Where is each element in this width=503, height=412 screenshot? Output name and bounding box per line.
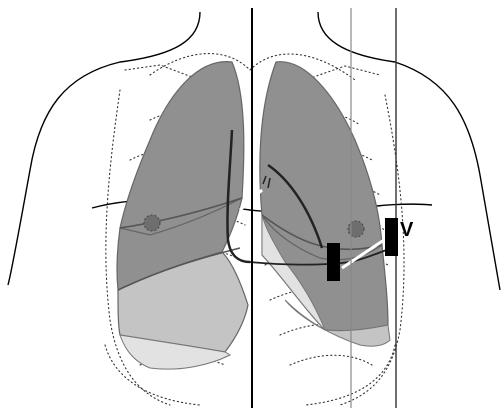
torso-outline bbox=[8, 12, 500, 290]
electrode-left bbox=[327, 243, 340, 281]
right-lung-nodule bbox=[144, 215, 160, 231]
electrode-v-label: V bbox=[400, 219, 414, 241]
left-lung bbox=[260, 62, 390, 346]
electrode-right-v bbox=[385, 218, 398, 256]
